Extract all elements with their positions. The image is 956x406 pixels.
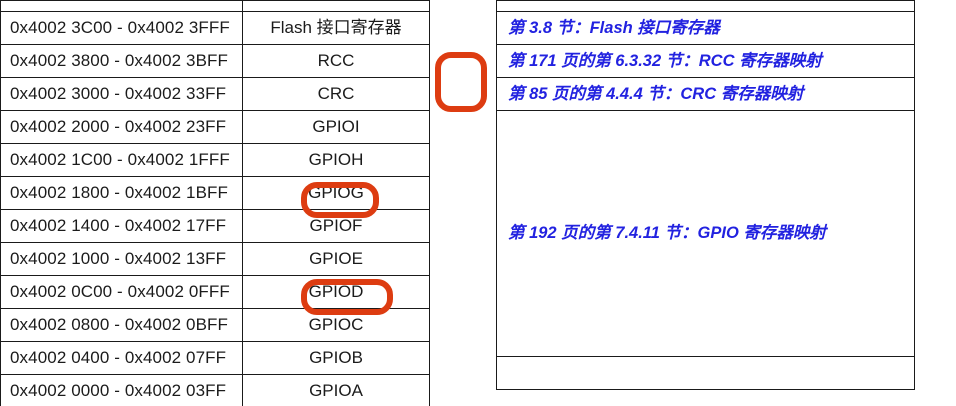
annotation-box-ahb1 xyxy=(435,52,487,112)
address-cell: 0x4002 1400 - 0x4002 17FF xyxy=(0,209,243,243)
peripheral-cell: CRC xyxy=(242,77,430,111)
address-cell: 0x4002 0000 - 0x4002 03FF xyxy=(0,374,243,406)
address-cell: 0x4002 1C00 - 0x4002 1FFF xyxy=(0,143,243,177)
peripheral-cell-gpioc: GPIOC xyxy=(242,308,430,342)
peripheral-cell: GPIOE xyxy=(242,242,430,276)
address-cell: 0x4002 0400 - 0x4002 07FF xyxy=(0,341,243,375)
table-row: 0x4002 1400 - 0x4002 17FF GPIOF xyxy=(0,209,430,243)
table-row: 第 85 页的第 4.4.4 节：CRC 寄存器映射 xyxy=(496,77,915,111)
reference-cell-flash: 第 3.8 节：Flash 接口寄存器 xyxy=(496,11,915,45)
reference-cell xyxy=(496,0,915,12)
reference-column-table: 第 3.8 节：Flash 接口寄存器 第 171 页的第 6.3.32 节：R… xyxy=(496,0,915,390)
table-row: 0x4002 3C00 - 0x4002 3FFF Flash 接口寄存器 xyxy=(0,11,430,45)
peripheral-cell: GPIOH xyxy=(242,143,430,177)
address-cell: 0x4002 3C00 - 0x4002 3FFF xyxy=(0,11,243,45)
table-row: 0x4002 3800 - 0x4002 3BFF RCC xyxy=(0,44,430,78)
address-cell: 0x4002 1800 - 0x4002 1BFF xyxy=(0,176,243,210)
table-row xyxy=(496,0,915,12)
table-row: 第 192 页的第 7.4.11 节：GPIO 寄存器映射 xyxy=(496,110,915,357)
table-row: 0x4002 1C00 - 0x4002 1FFF GPIOH xyxy=(0,143,430,177)
peripheral-cell: Flash 接口寄存器 xyxy=(242,11,430,45)
table-row: 0x4002 0C00 - 0x4002 0FFF GPIOD xyxy=(0,275,430,309)
address-cell: 0x4002 3000 - 0x4002 33FF xyxy=(0,77,243,111)
address-cell: 0x4002 0800 - 0x4002 0BFF xyxy=(0,308,243,342)
table-row: 第 171 页的第 6.3.32 节：RCC 寄存器映射 xyxy=(496,44,915,78)
peripheral-cell: RCC xyxy=(242,44,430,78)
table-row xyxy=(0,0,430,12)
peripheral-cell: GPIOG xyxy=(242,176,430,210)
table-row: 0x4002 2000 - 0x4002 23FF GPIOI xyxy=(0,110,430,144)
peripheral-cell: GPIOB xyxy=(242,341,430,375)
address-cell: 0x4002 0C00 - 0x4002 0FFF xyxy=(0,275,243,309)
reference-cell-rcc: 第 171 页的第 6.3.32 节：RCC 寄存器映射 xyxy=(496,44,915,78)
peripheral-cell xyxy=(242,0,430,12)
table-row: 0x4002 0400 - 0x4002 07FF GPIOB xyxy=(0,341,430,375)
table-row: 0x4002 3000 - 0x4002 33FF CRC xyxy=(0,77,430,111)
peripheral-cell: GPIOA xyxy=(242,374,430,406)
table-row: 0x4002 1000 - 0x4002 13FF GPIOE xyxy=(0,242,430,276)
peripheral-cell: GPIOD xyxy=(242,275,430,309)
peripheral-cell-gpiof: GPIOF xyxy=(242,209,430,243)
address-cell: 0x4002 2000 - 0x4002 23FF xyxy=(0,110,243,144)
memory-map-table: 0x4002 3C00 - 0x4002 3FFF Flash 接口寄存器 0x… xyxy=(0,0,430,406)
address-cell: 0x4002 3800 - 0x4002 3BFF xyxy=(0,44,243,78)
address-cell: 0x4002 1000 - 0x4002 13FF xyxy=(0,242,243,276)
table-row: 0x4002 1800 - 0x4002 1BFF GPIOG xyxy=(0,176,430,210)
reference-cell-empty xyxy=(496,356,915,390)
reference-cell-gpio: 第 192 页的第 7.4.11 节：GPIO 寄存器映射 xyxy=(496,110,915,357)
table-row: 0x4002 0800 - 0x4002 0BFF GPIOC xyxy=(0,308,430,342)
peripheral-cell: GPIOI xyxy=(242,110,430,144)
table-row xyxy=(496,356,915,390)
reference-cell-crc: 第 85 页的第 4.4.4 节：CRC 寄存器映射 xyxy=(496,77,915,111)
table-row: 第 3.8 节：Flash 接口寄存器 xyxy=(496,11,915,45)
table-row: 0x4002 0000 - 0x4002 03FF GPIOA xyxy=(0,374,430,406)
address-cell xyxy=(0,0,243,12)
